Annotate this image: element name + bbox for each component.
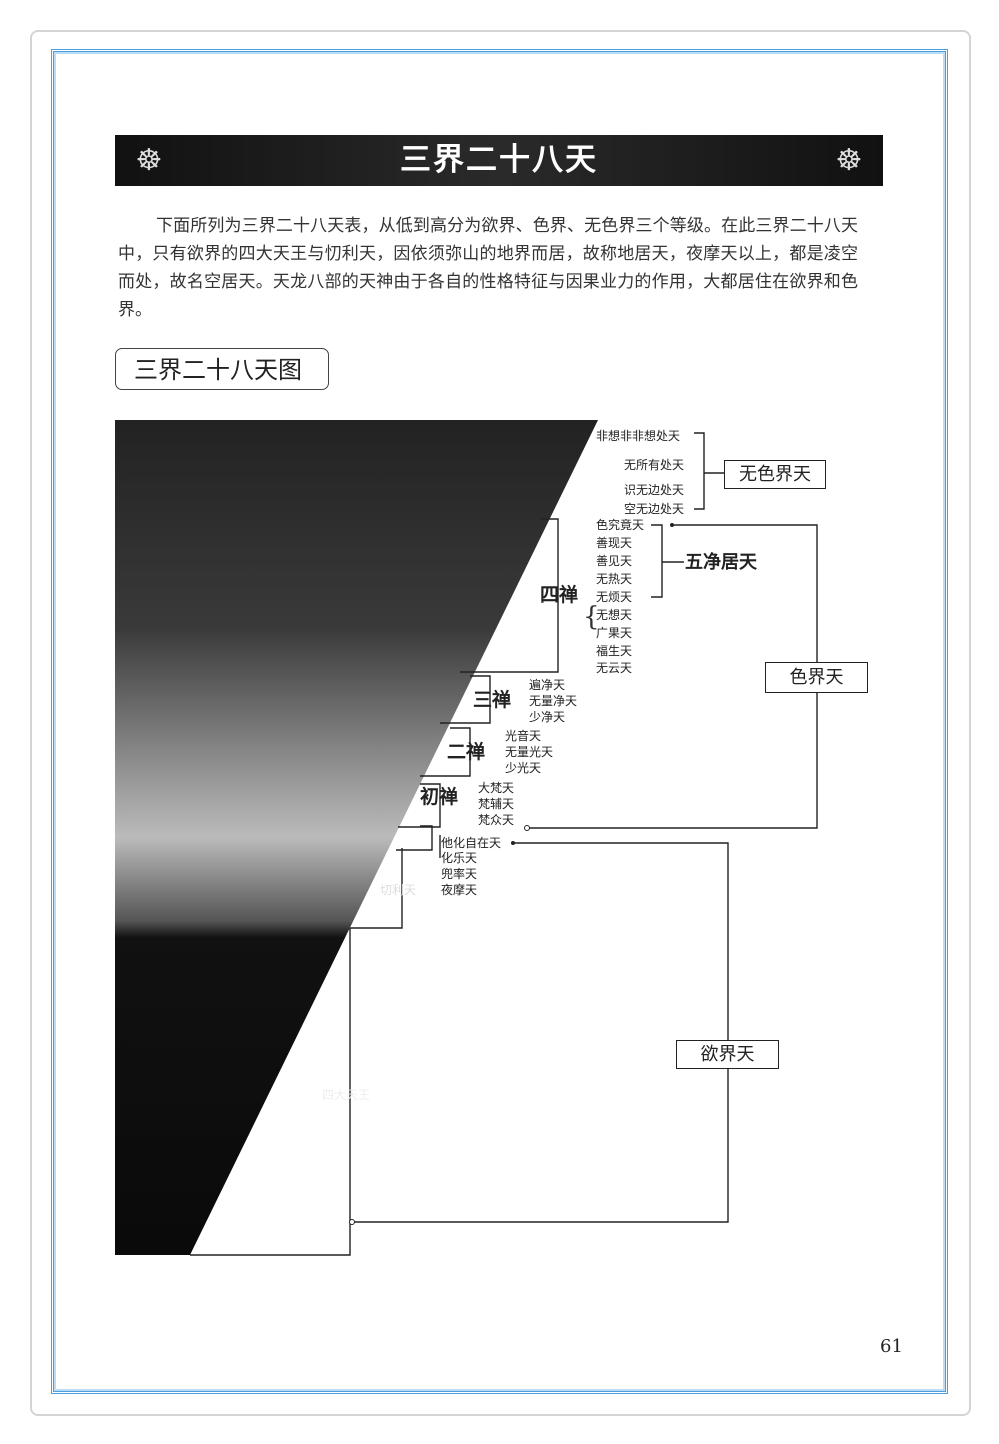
dhyana-label: 四禅 <box>540 584 579 606</box>
cloud-ornament-icon: ☸ <box>835 143 863 178</box>
brace-fourth: { <box>583 602 600 632</box>
desire-realm-box: 欲界天 <box>676 1040 779 1069</box>
heaven-label: 四大天王 <box>322 1088 371 1102</box>
form-realm-box: 色界天 <box>765 662 868 693</box>
heaven-label: 他化自在天 <box>441 836 502 850</box>
dhyana-label: 二禅 <box>447 741 486 763</box>
heaven-label: 梵辅天 <box>478 797 515 811</box>
heaven-label: 空无边处天 <box>624 502 685 516</box>
heaven-label: 化乐天 <box>441 851 478 865</box>
pure-abodes-label: 五净居天 <box>685 552 757 573</box>
heaven-label: 少光天 <box>505 761 542 775</box>
heaven-label: 少净天 <box>529 710 566 724</box>
heaven-label: 夜摩天 <box>441 883 478 897</box>
section-title: 三界二十八天图 <box>115 348 329 390</box>
heaven-label: 广果天 <box>596 626 633 640</box>
blue-border <box>51 49 948 1394</box>
heaven-label: 无云天 <box>596 661 633 675</box>
heaven-label: 善现天 <box>596 536 633 550</box>
intro-paragraph: 下面所列为三界二十八天表，从低到高分为欲界、色界、无色界三个等级。在此三界二十八… <box>118 216 858 320</box>
page-number: 61 <box>880 1336 903 1357</box>
heaven-label: 善见天 <box>596 554 633 568</box>
page-frame <box>30 30 971 1416</box>
heaven-label: 无烦天 <box>596 590 633 604</box>
heaven-label: 无热天 <box>596 572 633 586</box>
formless-realm-box: 无色界天 <box>724 460 826 489</box>
heaven-label: 无想天 <box>596 608 633 622</box>
heaven-label: 无量光天 <box>505 745 554 759</box>
heaven-label: 无所有处天 <box>624 458 685 472</box>
title-banner: ☸ ☸ 三界二十八天 <box>115 135 883 186</box>
dhyana-label: 初禅 <box>420 786 459 808</box>
heaven-label: 光音天 <box>505 729 542 743</box>
heaven-label: 识无边处天 <box>624 483 685 497</box>
dhyana-label: 三禅 <box>473 689 512 711</box>
heaven-label: 兜率天 <box>441 867 478 881</box>
heaven-label: 梵众天 <box>478 813 515 827</box>
heaven-label: 切利天 <box>380 883 417 897</box>
page-title: 三界二十八天 <box>400 142 598 178</box>
cloud-ornament-icon: ☸ <box>135 143 163 178</box>
heaven-label: 福生天 <box>596 644 633 658</box>
heaven-label: 遍净天 <box>529 678 566 692</box>
heaven-label: 大梵天 <box>478 781 515 795</box>
heaven-label: 无量净天 <box>529 694 578 708</box>
heaven-label: 非想非非想处天 <box>596 429 681 443</box>
thangka-image <box>115 420 598 1255</box>
heaven-label: 色究竟天 <box>596 518 645 532</box>
